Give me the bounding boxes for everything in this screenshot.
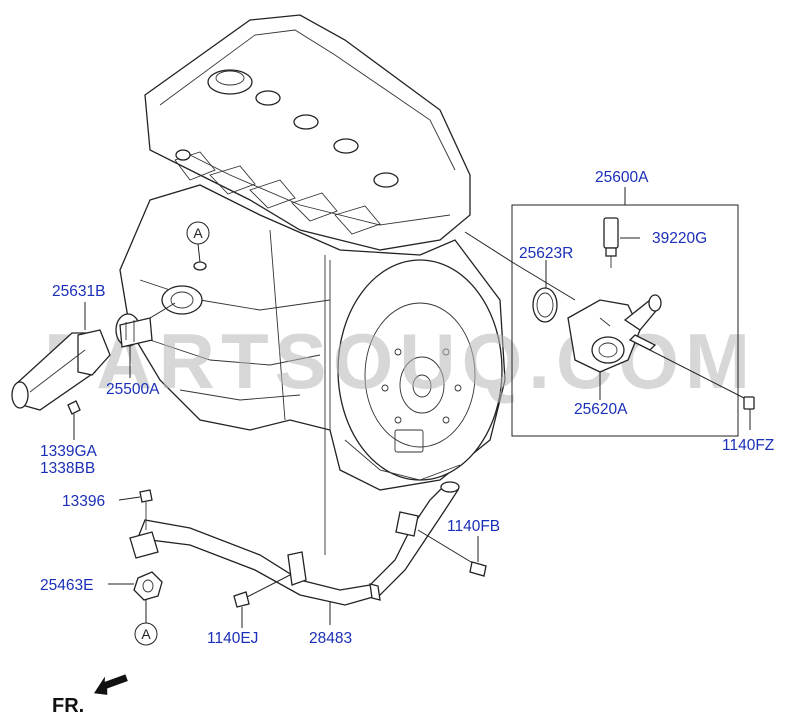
water-outlet-assembly-box [464, 187, 739, 437]
label-1140FB[interactable]: 1140FB [447, 518, 500, 535]
label-13396[interactable]: 13396 [62, 493, 105, 510]
bolt-1140FB[interactable] [417, 529, 487, 577]
svg-text:A: A [193, 225, 203, 241]
label-25623R[interactable]: 25623R [519, 245, 573, 262]
bolt-1140EJ[interactable] [233, 574, 291, 628]
thermostat-25500A[interactable] [115, 302, 176, 378]
thermostat-housing-25631B[interactable] [11, 302, 111, 411]
label-39220G[interactable]: 39220G [652, 230, 707, 247]
label-25631B[interactable]: 25631B [52, 283, 105, 300]
label-25620A[interactable]: 25620A [574, 401, 628, 418]
label-1339GA[interactable]: 1339GA [40, 443, 98, 460]
water-pipe-28483[interactable] [129, 255, 460, 625]
bolt-1339GA-1338BB[interactable] [67, 400, 81, 440]
label-1140FZ[interactable]: 1140FZ [722, 437, 774, 454]
label-1140EJ[interactable]: 1140EJ [207, 630, 258, 647]
water-outlet-fitting-25620A[interactable] [567, 294, 662, 400]
front-direction-indicator: FR. [52, 674, 128, 717]
ref-marker-a-lower: A [134, 600, 158, 646]
label-25500A[interactable]: 25500A [106, 381, 160, 398]
bolt-13396[interactable] [118, 489, 153, 530]
label-25463E[interactable]: 25463E [40, 577, 93, 594]
direction-arrow-icon [93, 674, 128, 695]
gasket-25463E[interactable] [108, 571, 163, 601]
bolt-1140FZ[interactable] [639, 344, 755, 430]
svg-text:A: A [141, 626, 151, 642]
ref-marker-a-upper: A [186, 221, 210, 271]
front-direction-label: FR. [52, 695, 84, 717]
label-28483[interactable]: 28483 [309, 630, 352, 647]
engine-block [119, 14, 506, 491]
label-25600A[interactable]: 25600A [595, 169, 649, 186]
label-1338BB[interactable]: 1338BB [40, 460, 95, 477]
temperature-sensor-39220G[interactable] [603, 217, 640, 268]
gasket-25623R[interactable] [532, 260, 558, 323]
